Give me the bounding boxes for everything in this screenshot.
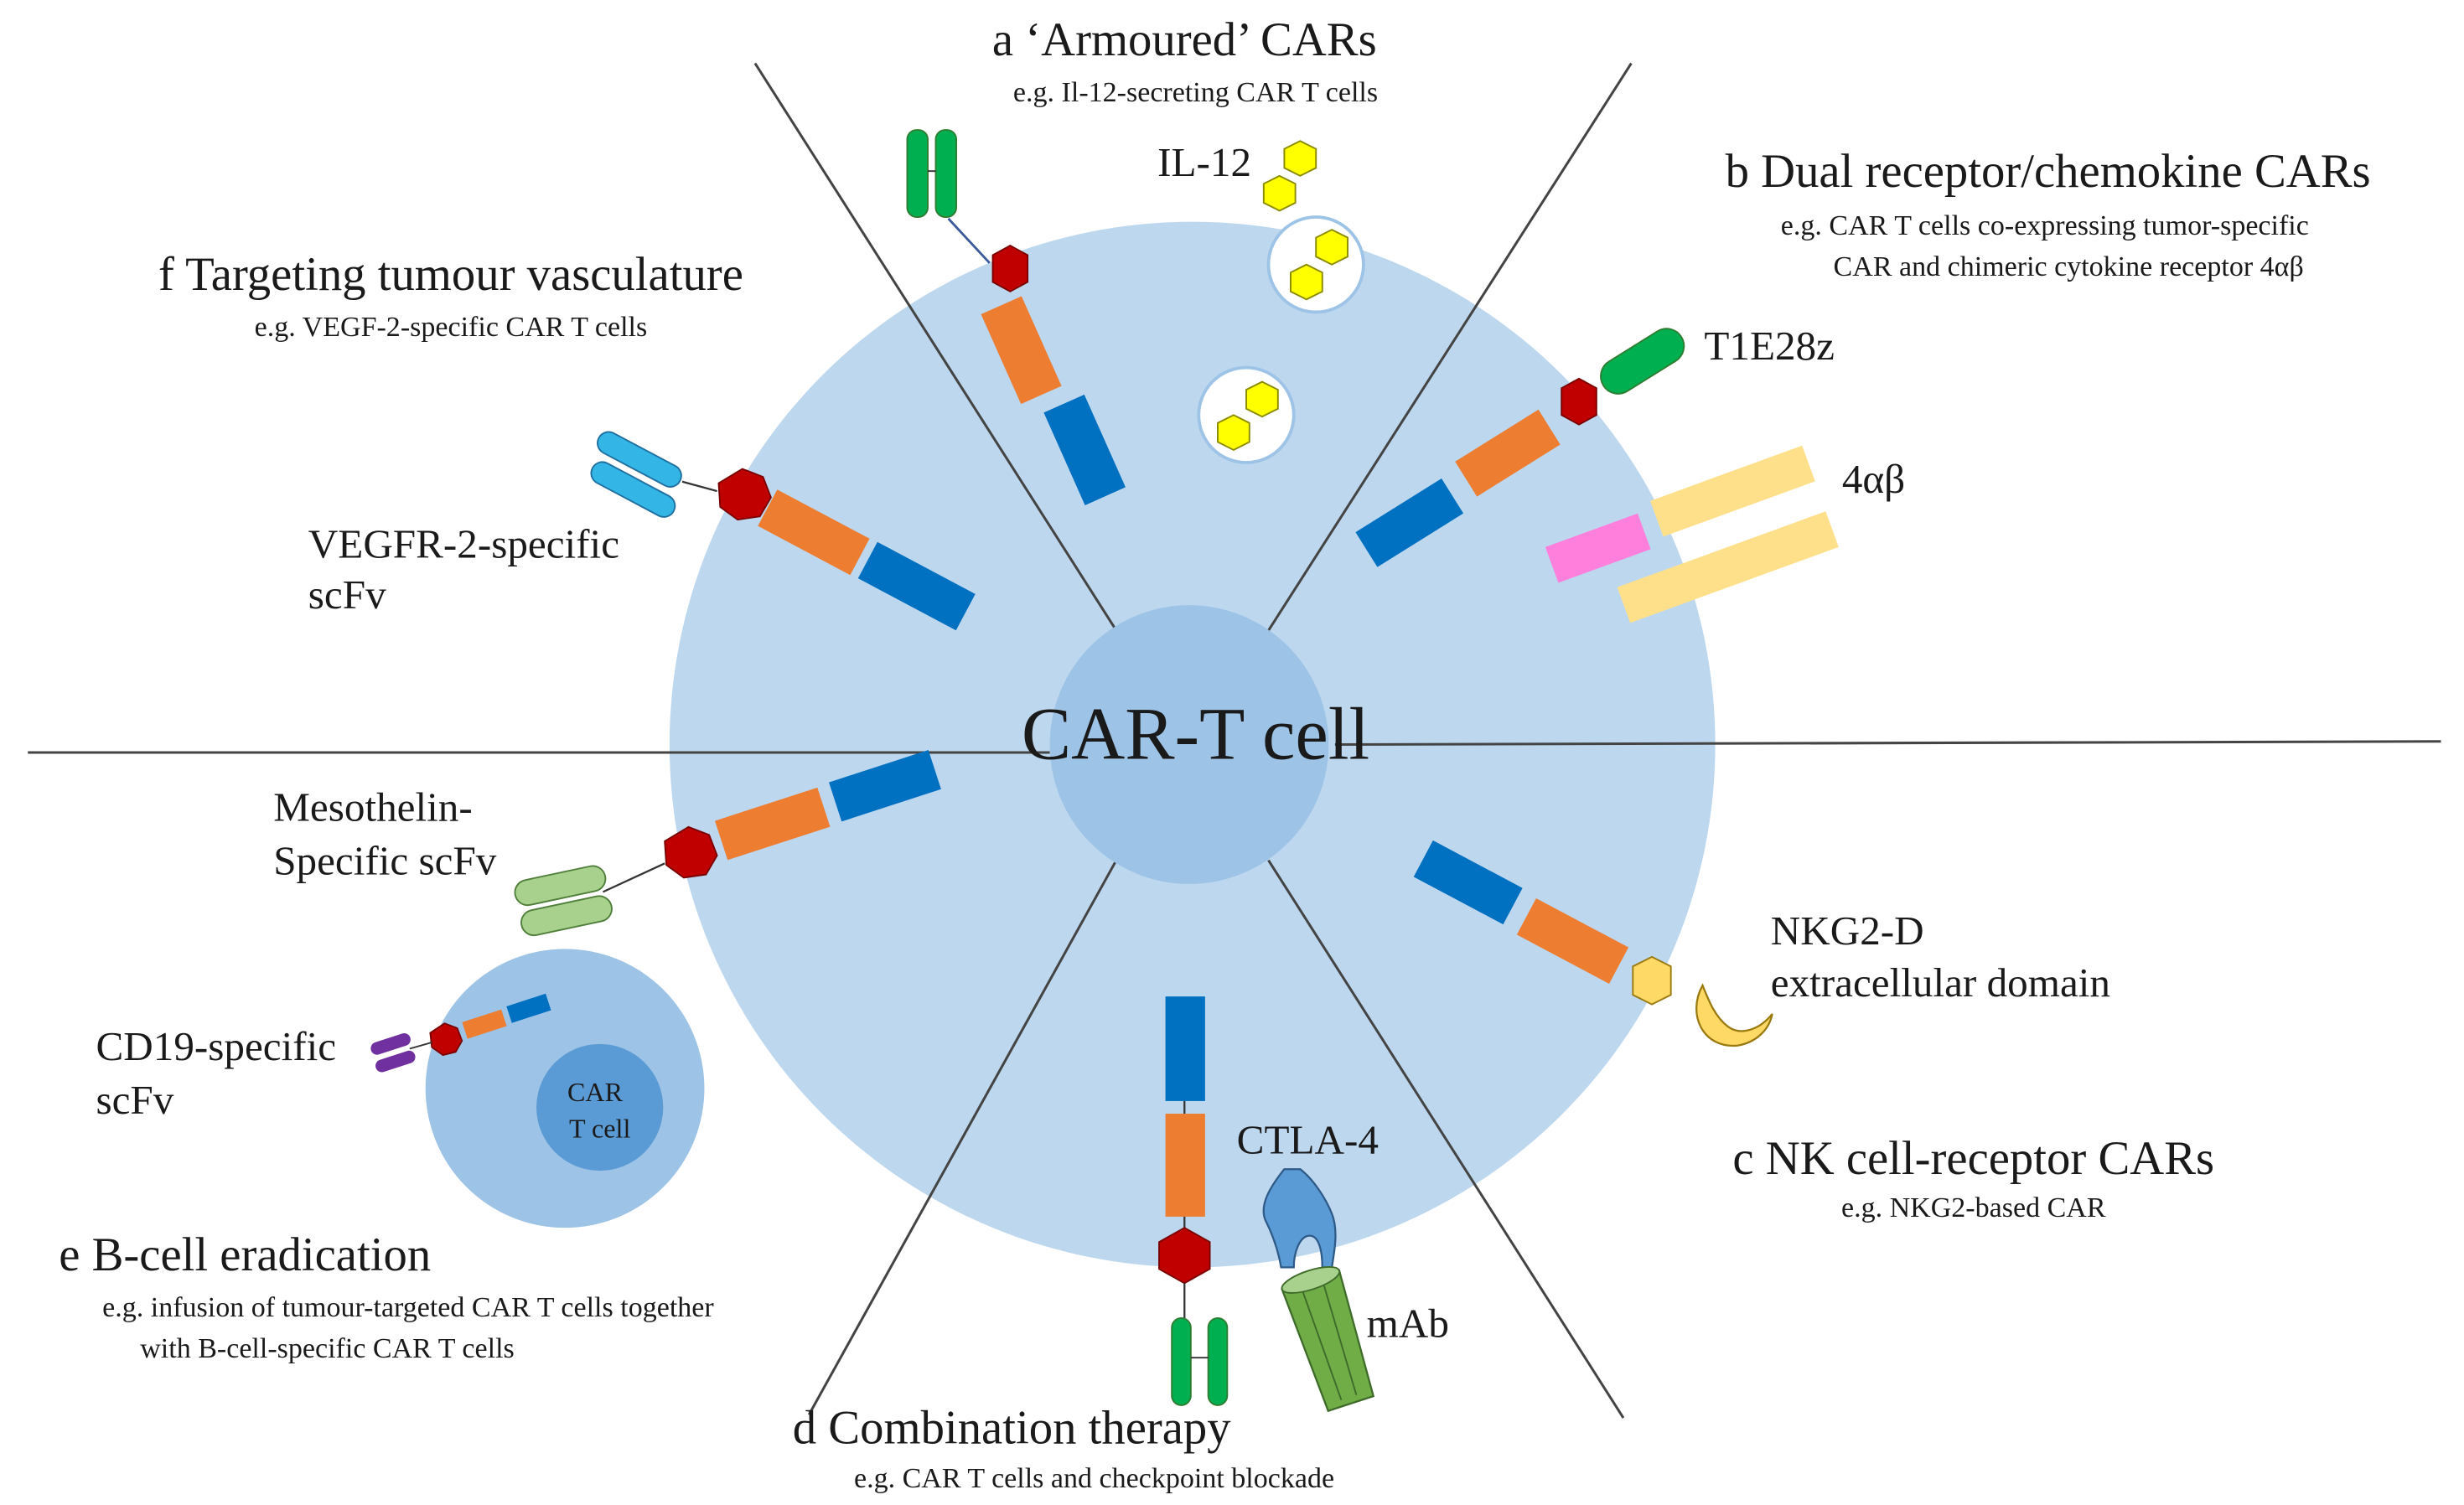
nkg2d-label-1: NKG2-D	[1771, 908, 1924, 954]
car-construct-t1e28z	[1355, 328, 1685, 567]
section-b-subtitle-2: CAR and chimeric cytokine receptor 4αβ	[1834, 251, 2304, 282]
hinge-hexagon	[664, 825, 718, 879]
il12-vesicle	[1197, 365, 1296, 464]
il12-vesicle	[1266, 215, 1365, 314]
scfv-green-domain	[1600, 328, 1685, 395]
scfv-green-domain	[1207, 1316, 1229, 1406]
t1e28z-label: T1E28z	[1704, 323, 1835, 369]
nkg2d-label-2: extracellular domain	[1771, 959, 2110, 1006]
section-f: f Targeting tumour vasculature e.g. VEGF…	[158, 248, 976, 631]
ctla4-label: CTLA-4	[1237, 1116, 1379, 1162]
cd19-label-2: scFv	[96, 1077, 173, 1123]
section-e-subtitle-1: e.g. infusion of tumour-targeted CAR T c…	[102, 1292, 714, 1323]
signaling-domain	[1165, 996, 1205, 1101]
scfv-green-domain	[934, 129, 957, 218]
transmembrane-domain	[1516, 897, 1629, 984]
section-e: Mesothelin- Specific scFv CAR T cell CD1…	[59, 750, 941, 1364]
section-c: NKG2-D extracellular domain c NK cell-re…	[1413, 840, 2214, 1223]
section-d-subtitle: e.g. CAR T cells and checkpoint blockade	[854, 1463, 1334, 1494]
section-c-subtitle: e.g. NKG2-based CAR	[1841, 1192, 2106, 1223]
transmembrane-domain	[462, 1009, 507, 1039]
scfv-blue-domain	[590, 461, 676, 518]
transmembrane-domain	[1455, 409, 1561, 497]
transmembrane-domain	[1165, 1114, 1205, 1217]
center-label: CAR-T cell	[1022, 694, 1369, 776]
section-dividers	[28, 62, 2441, 1419]
receptor-gold-domain	[1617, 511, 1839, 623]
section-d: CTLA-4 mAb d Combination therapy e.g. CA…	[793, 996, 1449, 1494]
car-construct-cd19	[370, 993, 551, 1073]
car-construct-mesothelin	[514, 750, 941, 937]
section-e-title: e B-cell eradication	[59, 1228, 431, 1281]
small-cell-label-1: CAR	[567, 1077, 624, 1107]
mab-antibody-icon	[1281, 1266, 1375, 1413]
section-b-title: b Dual receptor/chemokine CARs	[1726, 145, 2371, 198]
section-b-subtitle-1: e.g. CAR T cells co-expressing tumor-spe…	[1781, 210, 2309, 241]
signaling-domain	[829, 750, 941, 822]
signaling-domain	[1413, 840, 1523, 925]
receptor-pink-domain	[1545, 513, 1651, 583]
hinge-hexagon	[991, 244, 1029, 292]
signaling-domain	[1355, 478, 1464, 567]
scfv-green-domain	[906, 129, 929, 218]
transmembrane-domain	[758, 489, 870, 576]
car-construct-vegfr	[590, 431, 976, 631]
transmembrane-domain	[715, 787, 831, 861]
nkg2d-hexagon	[1632, 955, 1672, 1006]
mab-label: mAb	[1367, 1301, 1449, 1347]
scfv-light-green-domain	[514, 865, 607, 907]
small-cell-label-2: T cell	[569, 1113, 631, 1143]
scfv-purple-domain	[370, 1033, 411, 1055]
signaling-domain	[857, 541, 976, 631]
hinge-hexagon	[1561, 377, 1597, 426]
section-d-title: d Combination therapy	[793, 1401, 1231, 1454]
il12-molecules	[1262, 140, 1317, 212]
transmembrane-domain	[981, 296, 1062, 405]
section-c-title: c NK cell-receptor CARs	[1732, 1132, 2214, 1185]
ctla4-receptor-icon	[1262, 1168, 1337, 1269]
car-construct-nkg2d	[1413, 840, 1773, 1047]
vegfr-label-1: VEGFR-2-specific	[308, 520, 619, 566]
scfv-green-domain	[1171, 1316, 1192, 1406]
nkg2d-crescent-icon	[1695, 983, 1773, 1047]
receptor-gold-domain	[1650, 445, 1815, 537]
car-t-cell-center	[1049, 605, 1329, 884]
section-e-subtitle-2: with B-cell-specific CAR T cells	[140, 1333, 515, 1364]
cd19-label-1: CD19-specific	[96, 1023, 336, 1069]
section-f-subtitle: e.g. VEGF-2-specific CAR T cells	[255, 312, 648, 343]
mesothelin-label-2: Specific scFv	[273, 838, 497, 884]
scfv-light-green-domain	[520, 895, 613, 937]
hinge-hexagon	[717, 468, 772, 521]
mesothelin-label-1: Mesothelin-	[273, 784, 472, 830]
4ab-label: 4αβ	[1842, 456, 1905, 502]
receptor-4ab	[1545, 445, 1839, 623]
signaling-domain	[506, 993, 551, 1023]
signaling-domain	[1043, 394, 1126, 505]
section-f-title: f Targeting tumour vasculature	[158, 248, 743, 301]
il12-label: IL-12	[1157, 139, 1251, 185]
scfv-blue-domain	[597, 431, 682, 488]
section-a: a ‘Armoured’ CARs e.g. Il-12-secreting C…	[906, 13, 1378, 505]
section-a-title: a ‘Armoured’ CARs	[992, 13, 1377, 66]
hinge-hexagon	[429, 1022, 463, 1057]
section-a-subtitle: e.g. Il-12-secreting CAR T cells	[1013, 77, 1378, 108]
vegfr-label-2: scFv	[308, 571, 386, 618]
scfv-purple-domain	[375, 1050, 416, 1073]
car-construct-d	[1158, 996, 1229, 1406]
small-car-t-cell-nucleus	[536, 1043, 664, 1171]
car-construct-a	[906, 129, 1126, 505]
section-b: b Dual receptor/chemokine CARs e.g. CAR …	[1355, 145, 2371, 623]
